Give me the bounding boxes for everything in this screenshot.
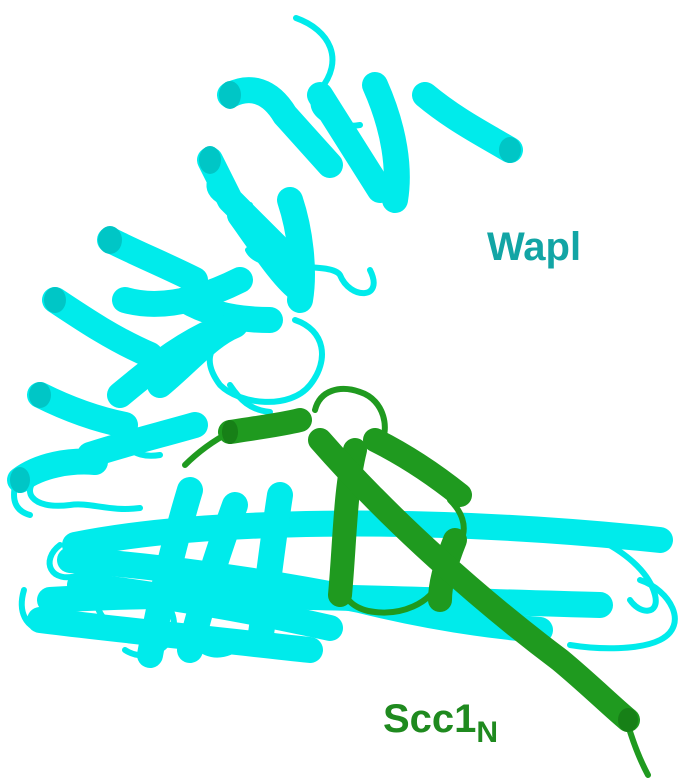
wapl-label: Wapl [487, 225, 581, 269]
scc1-helices [230, 420, 628, 720]
scc1-label-main: Scc1 [383, 697, 476, 741]
scc1-label-subscript: N [476, 716, 498, 749]
scc1-label: Scc1N [383, 697, 498, 749]
